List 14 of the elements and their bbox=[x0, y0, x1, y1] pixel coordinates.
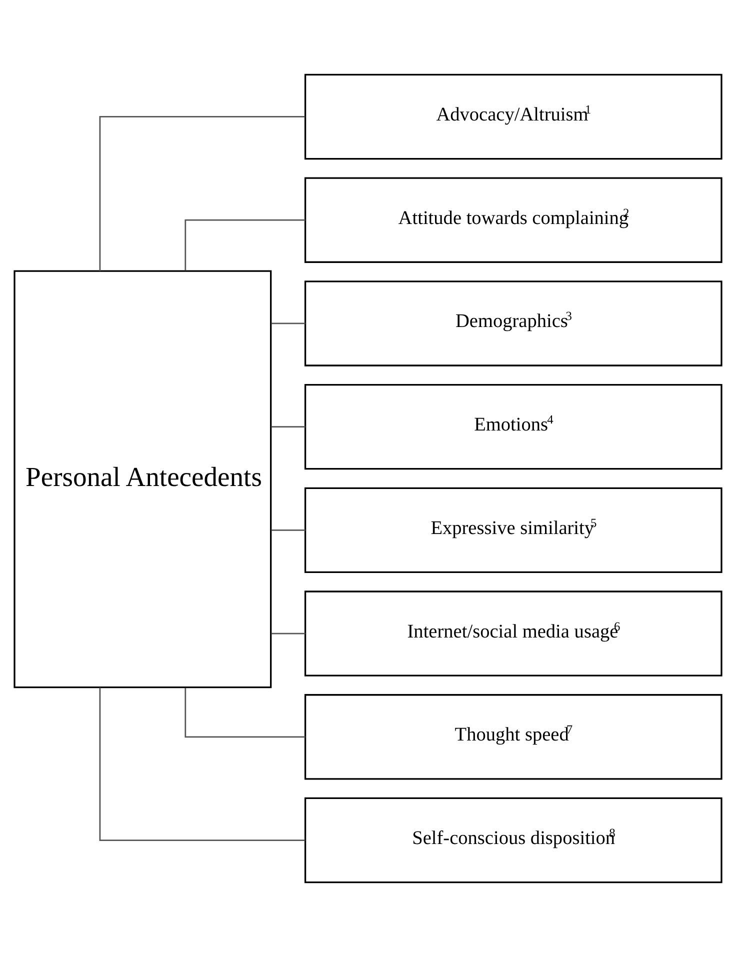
node-box: Thought speed$^{7}$ bbox=[304, 694, 722, 780]
connector bbox=[270, 632, 305, 634]
connector bbox=[270, 322, 305, 324]
node-box: Advocacy/Altruism$^{1}$ bbox=[304, 74, 722, 160]
connector bbox=[98, 688, 304, 841]
node-box: Emotions$^{4}$ bbox=[304, 384, 722, 470]
connector bbox=[184, 688, 305, 738]
connector bbox=[184, 219, 305, 271]
connector bbox=[270, 426, 305, 428]
node-box: Demographics$^{3}$ bbox=[304, 280, 722, 366]
connector bbox=[270, 529, 305, 531]
node-box: Expressive similarity$^{5}$ bbox=[304, 487, 722, 574]
node-box: Personal Antecedents bbox=[13, 270, 272, 688]
connector bbox=[98, 116, 304, 271]
